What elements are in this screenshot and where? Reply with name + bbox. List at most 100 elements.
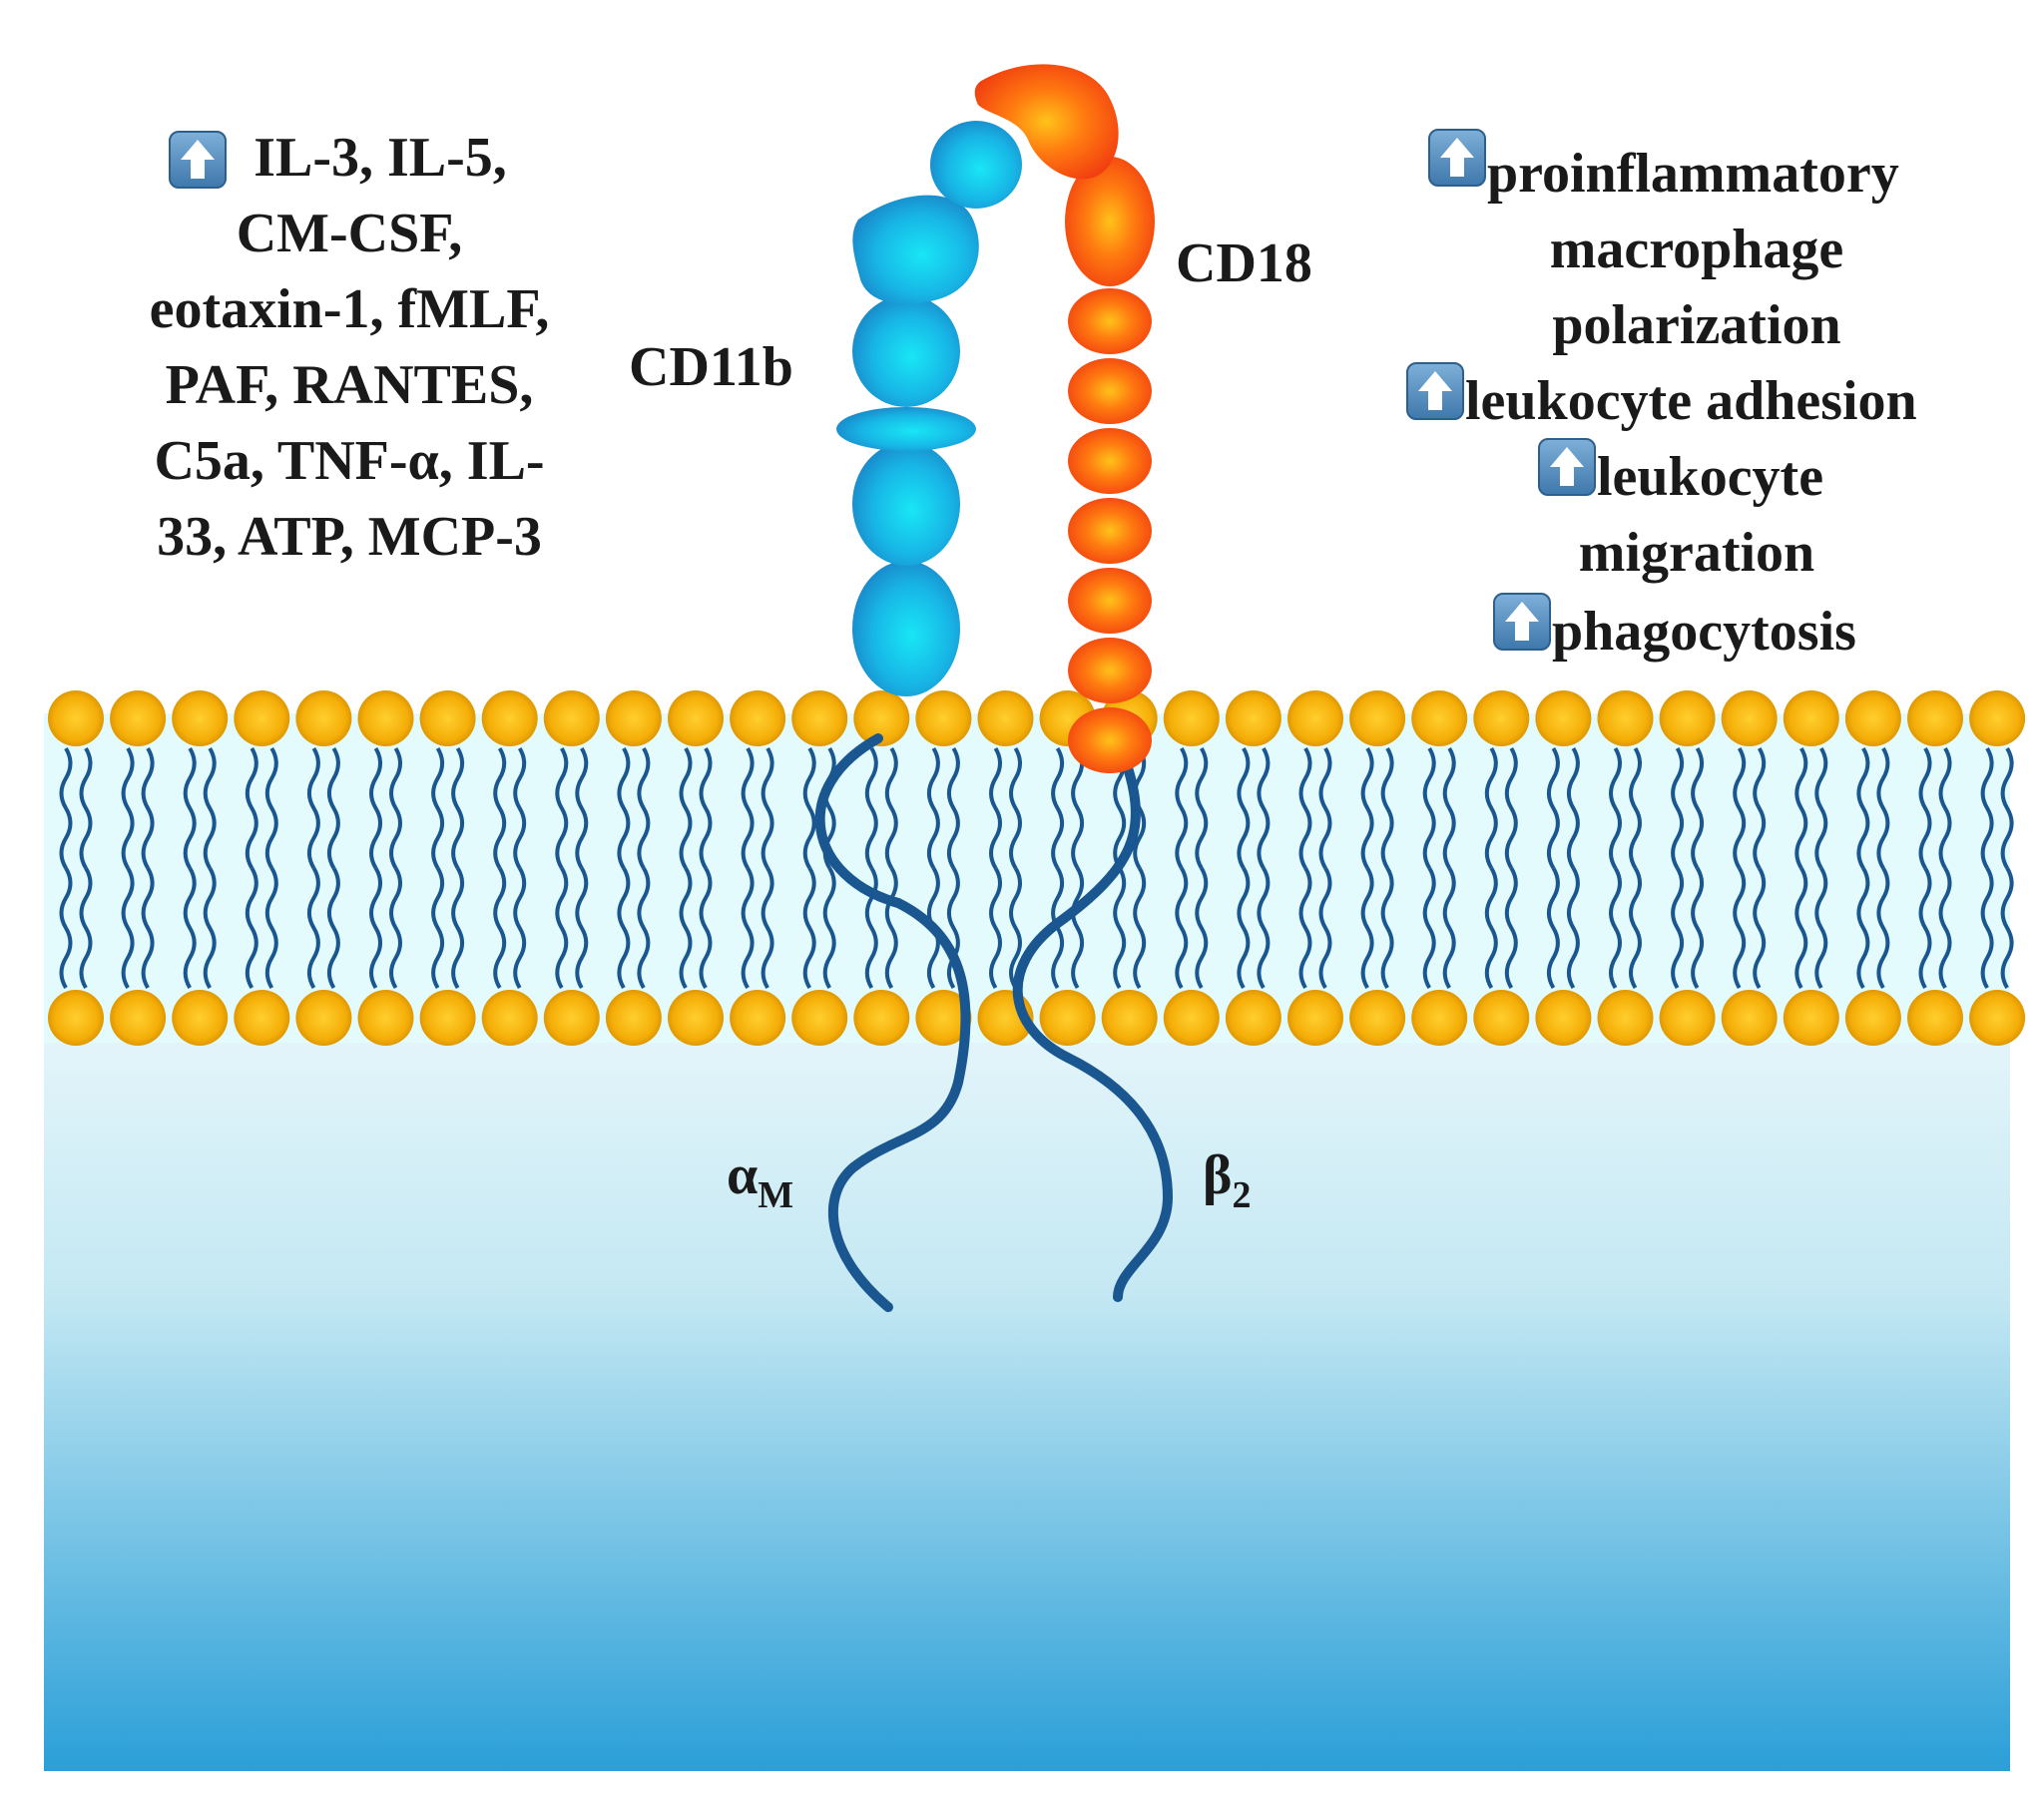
lipid-head [48,990,104,1046]
lipid-tail [141,866,155,990]
lipid-head [1907,690,1963,746]
lipid-tail [1175,746,1189,870]
lipid-tail [326,746,340,870]
lipid-head [234,990,290,1046]
stimuli-line: IL-3, IL-5, [254,127,507,189]
lipid-head [668,690,724,746]
cd18-domain [1068,498,1152,564]
lipid-tail [1298,866,1312,990]
lipid-tail [1175,866,1189,990]
lipid-head [1721,990,1778,1046]
lipid-head [1844,690,1901,746]
lipid-head [172,690,229,746]
lipid-tail [1980,866,1994,990]
lipid-tail [121,866,135,990]
lipid-tail [1009,746,1022,870]
lipid-tail [306,746,320,870]
beta-2-label: β2 [1203,1137,1252,1233]
beta-2-chain [1012,733,1174,1302]
lipid-tail [555,866,569,990]
cd11b-domain [852,195,979,304]
lipid-tail [741,746,755,870]
lipid-tail [637,746,651,870]
lipid-tail [79,746,93,870]
cd18-domain [1068,288,1152,354]
lipid-tail [1380,866,1394,990]
lipid-tail [431,866,445,990]
cd11b-domain [852,295,960,407]
lipid-tail [926,746,940,870]
lipid-head [1535,690,1592,746]
cd18-domain [1068,358,1152,424]
lipid-tail [1071,746,1085,870]
lipid-tail [617,746,631,870]
lipid-tail [1938,746,1952,870]
lipid-head [295,690,352,746]
lipid-head [1225,990,1281,1046]
lipid-head [1659,990,1716,1046]
lipid-tail [1318,746,1332,870]
lipid-tail [699,866,713,990]
lipid-head [1535,990,1592,1046]
cd18-domain [974,64,1119,180]
lipid-head [1844,990,1901,1046]
cd11b-domain [852,442,960,566]
cd18-domain [1065,157,1155,286]
lipid-tail [946,866,960,990]
lipid-tail [1051,746,1065,870]
lipid-tail [1629,746,1642,870]
effect-line: leukocyte [1597,446,1824,508]
cd18-domain [1068,568,1152,634]
lipid-tail [2000,746,2014,870]
lipid-head [1039,990,1096,1046]
lipid-tail [1938,866,1952,990]
cd18-domain [1068,428,1152,494]
lipid-head [853,690,910,746]
lipid-head [1411,690,1468,746]
lipid-head [357,990,414,1046]
lipid-tail [1195,746,1209,870]
lipid-tail [946,746,960,870]
lipid-tail [2000,866,2014,990]
up-arrow-icon [1493,593,1551,651]
lipid-head [1659,690,1716,746]
lipid-tail [1257,746,1271,870]
lipid-head [110,990,167,1046]
lipid-head [1783,690,1839,746]
lipid-tail [1113,866,1127,990]
lipid-head [110,690,167,746]
lipid-head [1163,990,1220,1046]
lipid-tail [1733,866,1747,990]
lipid-tail [1442,866,1456,990]
lipid-tail [1504,746,1518,870]
cytoplasm [44,1038,2010,1771]
lipid-head [915,990,972,1046]
lipid-head [605,690,662,746]
lipid-tail [264,746,278,870]
lipid-tail [802,746,816,870]
lipid-head [1597,690,1654,746]
lipid-head [668,990,724,1046]
lipid-head [543,990,600,1046]
lipid-tail [451,866,465,990]
lipid-head [1721,690,1778,746]
lipid-tail [1753,746,1767,870]
stimuli-line: PAF, RANTES, [165,354,534,416]
lipid-tail [1484,866,1498,990]
lipid-tail [1753,866,1767,990]
lipid-tail [141,746,155,870]
lipid-head [1411,990,1468,1046]
lipid-head [1969,990,2026,1046]
lipid-tail [389,866,402,990]
lipid-tail [264,866,278,990]
lipid-tail [1918,866,1932,990]
lipid-head [1473,990,1530,1046]
lipid-tail [699,746,713,870]
lipid-tail [1566,746,1580,870]
lipid-tail [513,746,527,870]
lipid-heads [48,690,2026,1046]
lipid-tail [575,866,589,990]
lipid-head [1969,690,2026,746]
effect-line: macrophage [1549,219,1844,280]
lipid-tail [802,866,816,990]
